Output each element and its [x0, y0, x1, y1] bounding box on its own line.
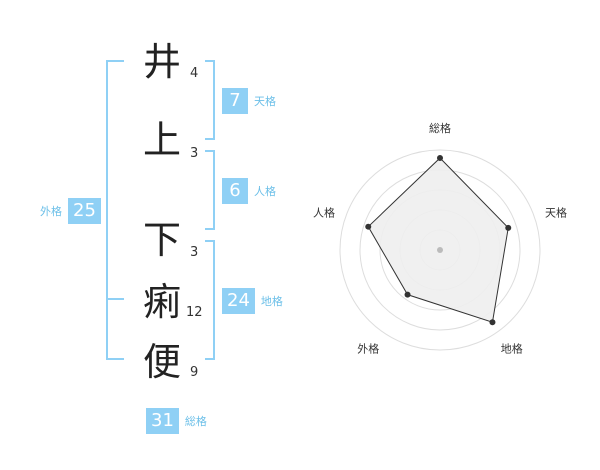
name-char-2: 上	[142, 118, 181, 162]
soukaku-label: 総格	[184, 415, 207, 428]
stroke-count-3: 3	[190, 245, 199, 260]
tenkaku-badge: 7 天格	[222, 88, 276, 114]
chikaku-label: 地格	[260, 295, 283, 308]
stroke-count-1: 4	[190, 66, 199, 81]
jinkaku-value: 6	[222, 178, 248, 204]
radar-axis-label-5: 人格	[313, 205, 335, 219]
stroke-count-2: 3	[190, 146, 199, 161]
name-char-5: 便	[142, 340, 181, 384]
name-char-3: 下	[142, 218, 181, 262]
radar-point-3	[489, 319, 496, 326]
name-char-4: 痢	[142, 280, 181, 324]
radar-center-dot	[437, 247, 443, 253]
radar-polygon	[367, 157, 509, 323]
radar-point-4	[404, 291, 411, 298]
radar-axis-label-1: 総格	[429, 121, 451, 135]
soukaku-badge: 31 総格	[146, 408, 207, 434]
radar-point-5	[365, 223, 372, 230]
jinkaku-label: 人格	[254, 185, 276, 198]
radar-point-1	[437, 155, 443, 161]
chikaku-value: 24	[222, 288, 255, 314]
radar-axis-label-3: 地格	[501, 342, 523, 356]
gaikaku-bracket-tick	[106, 298, 124, 300]
stroke-count-4: 12	[186, 305, 203, 320]
tenkaku-value: 7	[222, 88, 248, 114]
jinkaku-badge: 6 人格	[222, 178, 276, 204]
soukaku-value: 31	[146, 408, 179, 434]
gaikaku-bracket	[106, 60, 124, 360]
gaikaku-value: 25	[68, 198, 101, 224]
stroke-count-5: 9	[190, 365, 199, 380]
gaikaku-badge: 外格 25	[40, 198, 101, 224]
name-char-1: 井	[142, 40, 181, 84]
tenkaku-label: 天格	[254, 95, 276, 108]
radar-point-2	[505, 224, 512, 231]
chikaku-bracket	[205, 240, 215, 360]
tenkaku-bracket	[205, 60, 215, 140]
radar-points	[365, 155, 512, 326]
radar-axis-label-4: 外格	[357, 342, 379, 356]
jinkaku-bracket	[205, 150, 215, 230]
gaikaku-label: 外格	[40, 205, 62, 218]
chikaku-badge: 24 地格	[222, 288, 283, 314]
radar-ring-1	[339, 149, 541, 351]
radar-axis-label-2: 天格	[545, 205, 567, 219]
